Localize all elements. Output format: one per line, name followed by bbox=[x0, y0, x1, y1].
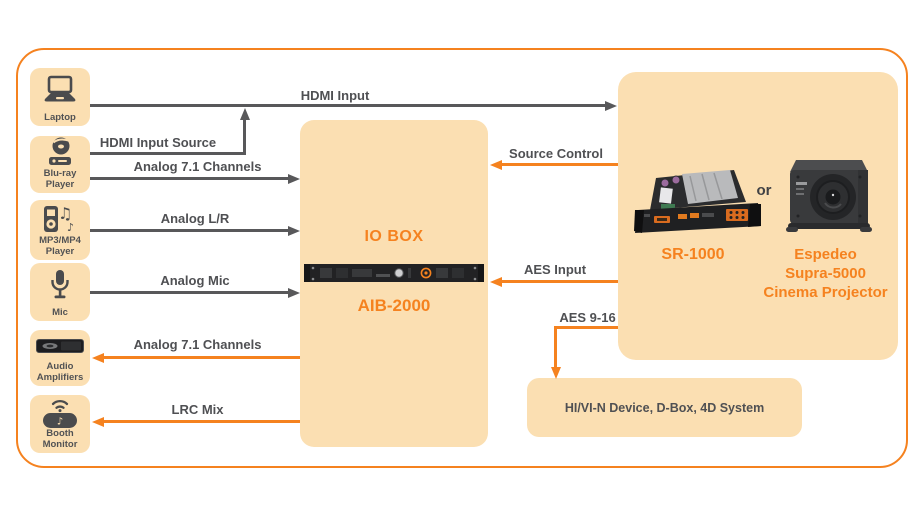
source-control-label: Source Control bbox=[509, 146, 603, 161]
supra-5000-projector-image bbox=[784, 150, 874, 243]
projector-label: Espedeo Supra-5000 Cinema Projector bbox=[758, 246, 893, 302]
aes-input-label: AES Input bbox=[523, 262, 587, 277]
or-label: or bbox=[756, 182, 772, 199]
hdmi-input-source-arrowhead bbox=[239, 108, 250, 120]
laptop-icon bbox=[41, 68, 79, 113]
device-mic-label: Mic bbox=[52, 306, 68, 318]
device-mp3-player: ♫ ♪ MP3/MP4 Player bbox=[30, 200, 90, 260]
hdmi-input-line bbox=[90, 104, 605, 107]
microphone-icon bbox=[49, 263, 71, 308]
sr-1000-label: SR-1000 bbox=[661, 246, 725, 263]
aes-9-16-drop bbox=[554, 326, 557, 368]
hdmi-input-source-riser bbox=[243, 119, 246, 155]
analog-71-in-arrowhead bbox=[288, 173, 300, 184]
io-box-panel: IO BOX AIB-2000 bbox=[300, 120, 488, 447]
device-laptop-label: Laptop bbox=[44, 111, 76, 123]
hdmi-input-source-label: HDMI Input Source bbox=[99, 135, 217, 150]
aes-9-16-label: AES 9-16 bbox=[559, 310, 616, 325]
peripheral-devices-panel: HI/VI-N Device, D-Box, 4D System bbox=[527, 378, 802, 437]
analog-lr-label: Analog L/R bbox=[160, 211, 230, 226]
projector-label-line2: Supra-5000 bbox=[785, 264, 866, 282]
projector-label-line3: Cinema Projector bbox=[763, 283, 888, 301]
analog-mic-arrowhead bbox=[288, 287, 300, 298]
analog-71-out-arrowhead bbox=[92, 352, 104, 363]
source-control-line bbox=[501, 163, 618, 166]
analog-71-out-label: Analog 7.1 Channels bbox=[133, 337, 262, 352]
analog-mic-label: Analog Mic bbox=[160, 273, 230, 288]
aes-9-16-line bbox=[556, 326, 618, 329]
aes-input-arrowhead bbox=[490, 276, 502, 287]
svg-text:♫: ♫ bbox=[58, 204, 72, 223]
device-amplifiers-label: Audio Amplifiers bbox=[36, 361, 84, 383]
peripheral-devices-label: HI/VI-N Device, D-Box, 4D System bbox=[564, 400, 765, 415]
bluray-disc-icon bbox=[43, 136, 77, 169]
sr-1000-image bbox=[634, 160, 762, 249]
io-box-title: IO BOX bbox=[364, 228, 424, 245]
analog-lr-arrowhead bbox=[288, 225, 300, 236]
device-mic: Mic bbox=[30, 263, 90, 321]
playback-source-panel: or SR-1000 Espede bbox=[618, 72, 898, 360]
io-box-model: AIB-2000 bbox=[357, 296, 431, 315]
analog-71-in-line bbox=[90, 177, 288, 180]
hdmi-input-arrowhead bbox=[605, 100, 617, 111]
device-audio-amplifiers: Audio Amplifiers bbox=[30, 330, 90, 386]
aib-2000-rack-image bbox=[304, 262, 484, 289]
device-booth-monitor: ♪ Booth Monitor bbox=[30, 395, 90, 453]
device-laptop: Laptop bbox=[30, 68, 90, 126]
lrc-mix-line bbox=[103, 420, 300, 423]
hdmi-input-label: HDMI Input bbox=[300, 88, 370, 103]
aes-input-line bbox=[501, 280, 618, 283]
device-booth-label: Booth Monitor bbox=[42, 428, 78, 450]
hdmi-input-source-line bbox=[90, 152, 246, 155]
device-bluray-label: Blu-ray Player bbox=[43, 168, 77, 190]
source-control-arrowhead bbox=[490, 159, 502, 170]
aes-9-16-arrowhead bbox=[550, 367, 561, 379]
svg-text:♪: ♪ bbox=[67, 221, 74, 234]
svg-text:♪: ♪ bbox=[57, 416, 63, 427]
analog-71-out-line bbox=[103, 356, 300, 359]
amplifier-icon bbox=[36, 330, 84, 362]
device-bluray-player: Blu-ray Player bbox=[30, 136, 90, 193]
device-mp3-label: MP3/MP4 Player bbox=[39, 235, 81, 257]
analog-mic-line bbox=[90, 291, 288, 294]
lrc-mix-arrowhead bbox=[92, 416, 104, 427]
projector-label-line1: Espedeo bbox=[794, 246, 857, 263]
analog-lr-line bbox=[90, 229, 288, 232]
mp3-player-icon: ♫ ♪ bbox=[42, 200, 78, 236]
booth-monitor-icon: ♪ bbox=[41, 395, 79, 429]
analog-71-in-label: Analog 7.1 Channels bbox=[133, 159, 262, 174]
lrc-mix-label: LRC Mix bbox=[171, 402, 224, 417]
